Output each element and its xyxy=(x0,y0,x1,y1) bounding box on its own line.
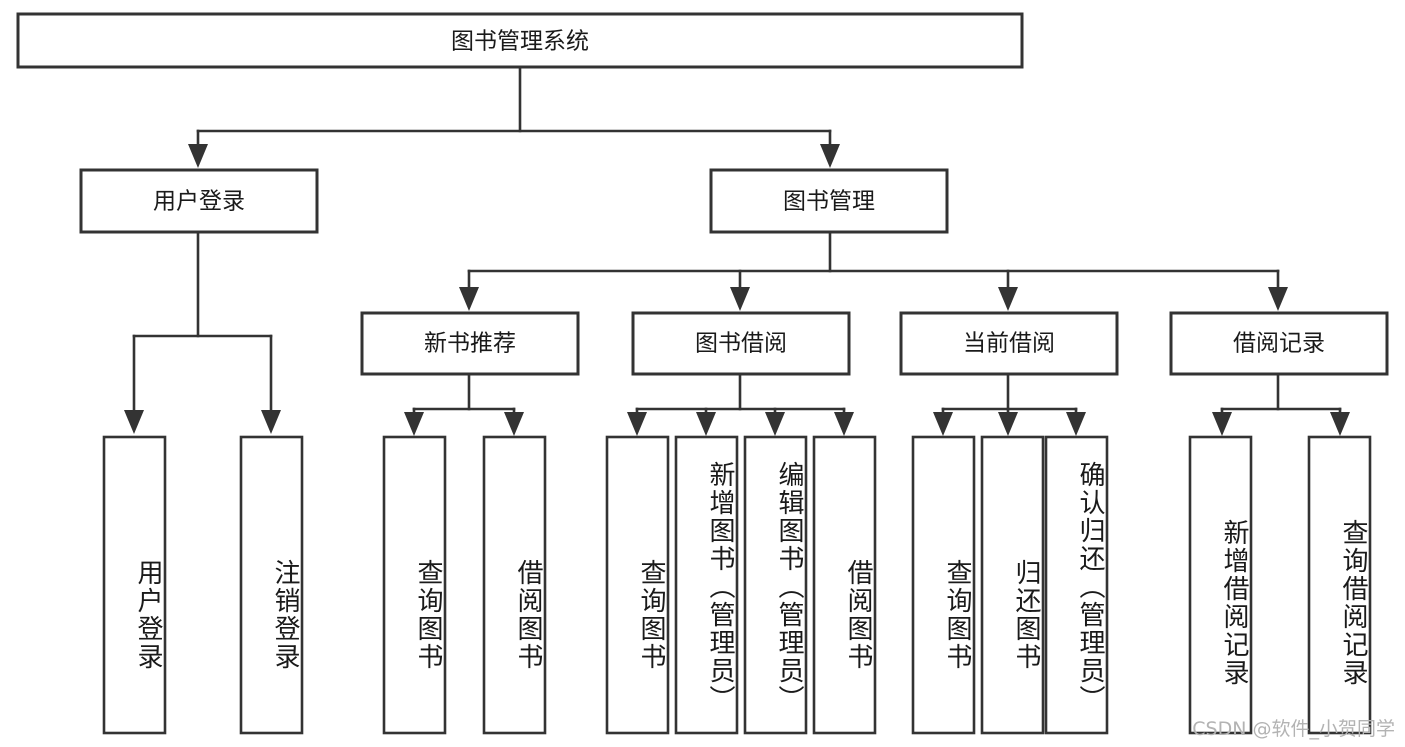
leaf-label-borrow-book-recommend: 借阅图书 xyxy=(513,559,543,671)
leaf-label-borrow-book: 借阅图书 xyxy=(843,559,873,671)
leaf-label-add-borrow-record: 新增借阅记录 xyxy=(1219,519,1249,687)
label-book-management: 图书管理 xyxy=(783,189,875,215)
connector-user-login-to-leaves xyxy=(124,230,281,434)
connector-book-manage-to-level3 xyxy=(459,230,1288,311)
leaf-label-return-book: 归还图书 xyxy=(1011,559,1041,671)
leaf-label-query-book-current: 查询图书 xyxy=(942,559,972,671)
leaf-box-query-book-borrow[interactable] xyxy=(605,435,670,735)
leaf-box-borrow-book[interactable] xyxy=(812,435,877,735)
leaf-label-logout: 注销登录 xyxy=(270,559,300,671)
leaf-box-query-book-recommend[interactable] xyxy=(382,435,447,735)
connector-borrow-to-leaves xyxy=(627,372,854,436)
label-current-borrow: 当前借阅 xyxy=(963,331,1055,357)
leaf-box-query-book-current[interactable] xyxy=(911,435,976,735)
label-user-login: 用户登录 xyxy=(153,189,245,215)
node-borrow-record[interactable] xyxy=(1169,311,1389,376)
node-user-login[interactable] xyxy=(79,168,319,234)
leaf-label-add-book-admin: 新增图书（管理员） xyxy=(705,460,735,713)
leaf-box-user-login[interactable] xyxy=(102,435,167,735)
leaf-box-return-book[interactable] xyxy=(980,435,1045,735)
leaf-box-borrow-book-recommend[interactable] xyxy=(482,435,547,735)
leaf-label-query-book-recommend: 查询图书 xyxy=(413,559,443,671)
node-root-book-management-system[interactable] xyxy=(16,12,1024,69)
node-current-borrow[interactable] xyxy=(899,311,1119,376)
connector-root-to-level2 xyxy=(188,65,840,168)
node-book-management[interactable] xyxy=(709,168,949,234)
leaf-box-confirm-return-admin[interactable] xyxy=(1044,435,1109,735)
leaf-box-logout[interactable] xyxy=(239,435,304,735)
label-root: 图书管理系统 xyxy=(451,29,589,55)
leaf-label-confirm-return-admin: 确认归还（管理员） xyxy=(1075,460,1105,713)
leaf-box-add-book-admin[interactable] xyxy=(674,435,739,735)
connector-current-to-leaves xyxy=(933,372,1086,436)
connector-recommend-to-leaves xyxy=(404,372,524,436)
label-book-borrow: 图书借阅 xyxy=(695,331,787,357)
leaf-box-query-borrow-record[interactable] xyxy=(1307,435,1372,735)
node-book-borrow[interactable] xyxy=(631,311,851,376)
label-borrow-record: 借阅记录 xyxy=(1233,331,1325,357)
leaf-box-edit-book-admin[interactable] xyxy=(743,435,808,735)
leaf-box-add-borrow-record[interactable] xyxy=(1188,435,1253,735)
leaf-label-query-borrow-record: 查询借阅记录 xyxy=(1338,519,1368,687)
leaf-label-query-book-borrow: 查询图书 xyxy=(636,559,666,671)
label-new-book-recommend: 新书推荐 xyxy=(424,331,516,357)
node-new-book-recommend[interactable] xyxy=(360,311,580,376)
leaf-label-edit-book-admin: 编辑图书（管理员） xyxy=(774,460,804,713)
leaf-label-user-login: 用户登录 xyxy=(133,559,163,671)
connector-record-to-leaves xyxy=(1212,372,1350,436)
watermark-text: CSDN @软件_小贺同学 xyxy=(1192,718,1395,740)
